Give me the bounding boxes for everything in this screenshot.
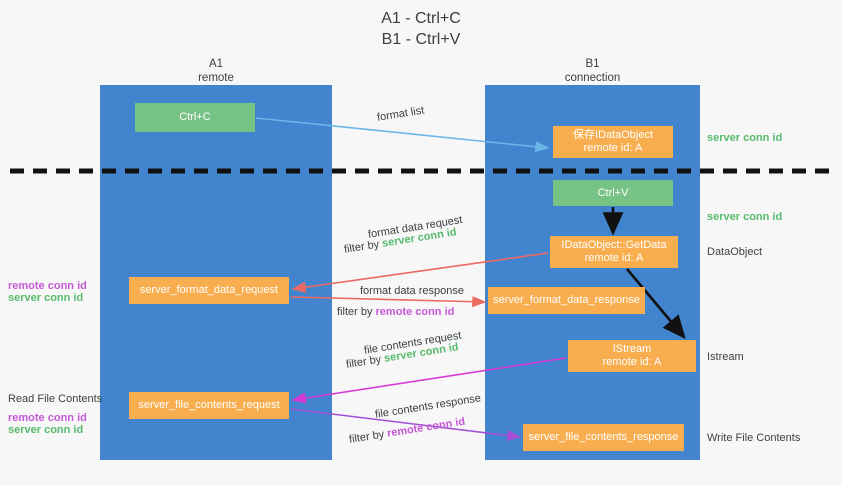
box-server-file-contents-request[interactable]: server_file_contents_request bbox=[129, 392, 289, 419]
left-label-server-conn-id-2: server conn id bbox=[8, 424, 84, 436]
box-save-idataobject-line2: remote id: A bbox=[583, 142, 643, 154]
lane-b1-subtitle: connection bbox=[564, 72, 621, 84]
edge-label-file-contents-response-filter: filter by remote conn id bbox=[348, 415, 466, 447]
box-save-idataobject[interactable]: 保存IDataObject remote id: A bbox=[553, 126, 673, 158]
box-ctrl-c-label: Ctrl+C bbox=[179, 111, 211, 123]
box-server-format-data-response-label: server_format_data_response bbox=[493, 294, 640, 306]
box-istream-line2: remote id: A bbox=[602, 356, 662, 368]
box-server-format-data-request[interactable]: server_format_data_request bbox=[129, 277, 289, 304]
right-label-write-file-contents: Write File Contents bbox=[707, 432, 801, 444]
box-ctrl-c[interactable]: Ctrl+C bbox=[135, 103, 255, 132]
box-server-format-data-request-label: server_format_data_request bbox=[139, 284, 279, 296]
filter-prefix: filter by bbox=[345, 352, 386, 371]
box-idataobject-getdata[interactable]: IDataObject::GetData remote id: A bbox=[550, 236, 678, 268]
box-server-file-contents-response-label: server_file_contents_response bbox=[528, 431, 679, 443]
title-line-2: B1 - Ctrl+V bbox=[381, 31, 461, 48]
edge-label-format-list: format list bbox=[376, 104, 426, 124]
edge-label-file-contents-response: file contents response bbox=[374, 392, 482, 421]
lane-a1-header: A1 remote bbox=[100, 57, 332, 85]
box-save-idataobject-line1: 保存IDataObject bbox=[572, 129, 654, 141]
left-label-server-conn-id-1: server conn id bbox=[8, 292, 84, 304]
edge-label-format-data-response-filter: filter by remote conn id bbox=[337, 305, 454, 319]
filter-value-remote-conn-id: remote conn id bbox=[386, 415, 466, 440]
box-istream[interactable]: IStream remote id: A bbox=[568, 340, 696, 372]
page-title: A1 - Ctrl+C B1 - Ctrl+V bbox=[0, 8, 842, 50]
box-ctrl-v-label: Ctrl+V bbox=[597, 186, 629, 199]
box-server-file-contents-request-label: server_file_contents_request bbox=[138, 399, 280, 411]
lane-a1-title: A1 bbox=[208, 58, 224, 70]
lane-a1-subtitle: remote bbox=[198, 72, 234, 84]
right-label-dataobject: DataObject bbox=[707, 246, 763, 258]
filter-prefix: filter by bbox=[337, 306, 376, 318]
right-label-server-conn-id-1: server conn id bbox=[707, 132, 783, 144]
right-label-istream: Istream bbox=[707, 351, 744, 363]
box-server-file-contents-response[interactable]: server_file_contents_response bbox=[523, 424, 684, 451]
box-istream-label: IStream remote id: A bbox=[603, 343, 662, 369]
edge-label-format-data-response: format data response bbox=[360, 285, 464, 297]
box-save-idataobject-label: 保存IDataObject remote id: A bbox=[573, 129, 653, 155]
left-label-remote-conn-id-2: remote conn id bbox=[8, 412, 87, 424]
lane-b1-title: B1 bbox=[585, 58, 600, 70]
box-ctrl-v[interactable]: Ctrl+V bbox=[553, 180, 673, 206]
box-istream-line1: IStream bbox=[612, 343, 652, 355]
left-label-remote-conn-id-1: remote conn id bbox=[8, 280, 87, 292]
title-line-1: A1 - Ctrl+C bbox=[381, 10, 461, 27]
filter-prefix: filter by bbox=[348, 427, 389, 446]
box-idataobject-getdata-line2: remote id: A bbox=[584, 252, 644, 264]
box-idataobject-getdata-line1: IDataObject::GetData bbox=[561, 239, 667, 251]
lane-b1-header: B1 connection bbox=[485, 57, 700, 85]
filter-value-remote-conn-id: remote conn id bbox=[375, 306, 455, 318]
box-idataobject-getdata-label: IDataObject::GetData remote id: A bbox=[561, 239, 666, 265]
right-label-server-conn-id-2: server conn id bbox=[707, 211, 783, 223]
filter-prefix: filter by bbox=[343, 237, 384, 256]
box-server-format-data-response[interactable]: server_format_data_response bbox=[488, 287, 645, 314]
left-label-read-file-contents: Read File Contents bbox=[8, 393, 103, 405]
